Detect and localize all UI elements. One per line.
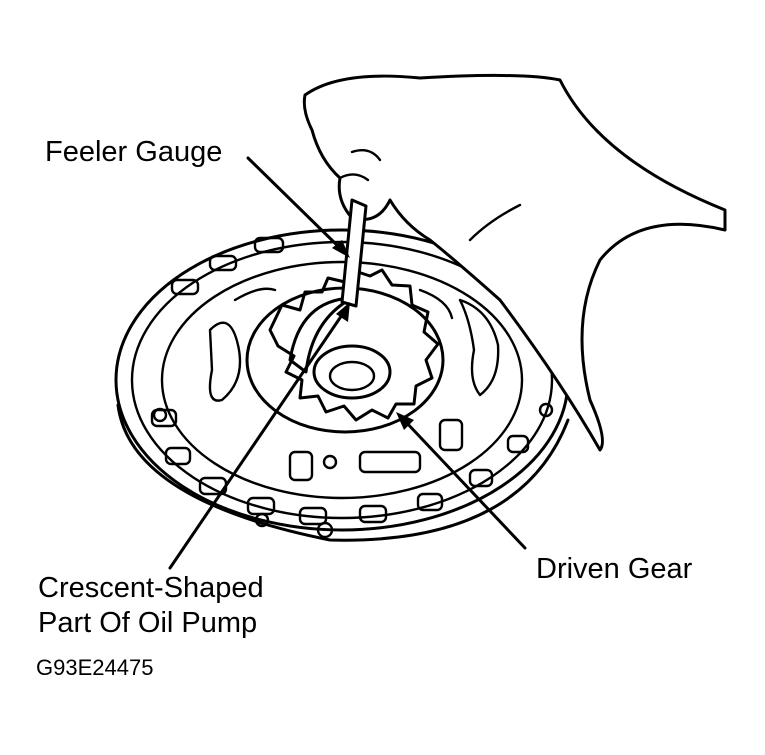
- hand: [302, 73, 727, 452]
- feeler-gauge-label: Feeler Gauge: [45, 136, 223, 168]
- driven-gear-teeth: [268, 268, 440, 422]
- figure-code: G93E24475: [36, 655, 154, 680]
- leader-lines: [168, 156, 527, 570]
- crescent-label-line1: Crescent-Shaped: [38, 572, 264, 604]
- crescent-label-line2: Part Of Oil Pump: [38, 607, 258, 639]
- feeler-gauge-blade: [340, 198, 368, 308]
- driven-gear-label: Driven Gear: [536, 553, 693, 585]
